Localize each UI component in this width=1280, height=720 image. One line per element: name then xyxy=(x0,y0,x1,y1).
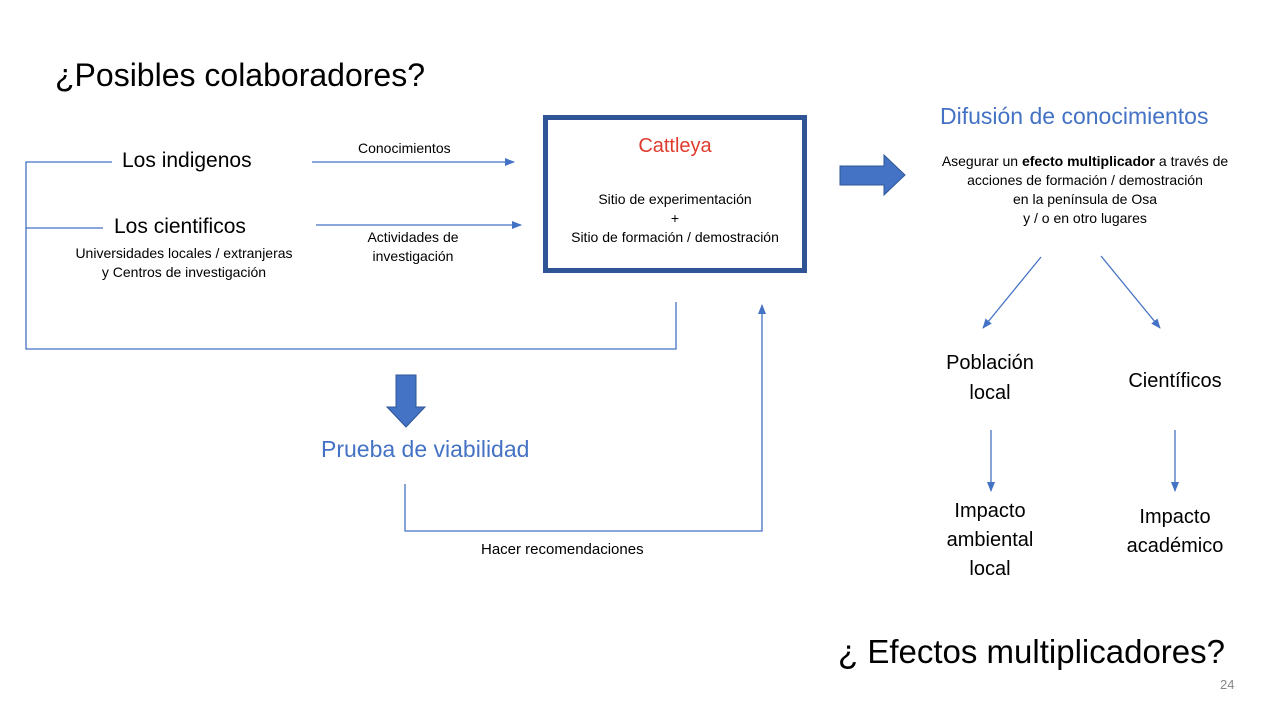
research-label-line: investigación xyxy=(372,248,454,264)
diffusion-line: en la península de Osa xyxy=(1013,191,1157,207)
diffusion-bold: efecto multiplicador xyxy=(1021,153,1156,169)
impact-env-line: local xyxy=(969,558,1011,580)
population-line: local xyxy=(969,382,1011,404)
cattleya-description: Sitio de experimentación + Sitio de form… xyxy=(548,190,802,247)
recommend-loop-line xyxy=(404,304,766,532)
scientists-label: Los cientificos xyxy=(114,215,246,238)
page-number: 24 xyxy=(1220,677,1235,692)
diffusion-line: acciones de formación / demostración xyxy=(967,172,1203,188)
right-block-arrow xyxy=(839,153,906,197)
scientists-sub-line: Universidades locales / extranjeras xyxy=(75,245,293,261)
slide-title: ¿Posibles colaboradores? xyxy=(55,57,425,93)
bottom-question: ¿ Efectos multiplicadores? xyxy=(838,633,1225,670)
scientists-subtitle: Universidades locales / extranjeras y Ce… xyxy=(64,244,304,282)
research-label-line: Actividades de xyxy=(367,229,459,245)
branch-arrow-population xyxy=(982,256,1042,329)
impact-acad-line: Impacto xyxy=(1139,506,1211,528)
impact-academic-label: Impacto académico xyxy=(1115,503,1235,561)
diffusion-title: Difusión de conocimientos xyxy=(940,103,1209,129)
diffusion-line: y / o en otro lugares xyxy=(1023,210,1147,226)
cattleya-line: + xyxy=(670,210,680,226)
impact-env-line: ambiental xyxy=(946,529,1034,551)
impact-environment-label: Impacto ambiental local xyxy=(930,497,1050,584)
scientists-target-label: Científicos xyxy=(1128,370,1222,392)
cattleya-line: Sitio de experimentación xyxy=(598,191,752,207)
diffusion-description: Asegurar un efecto multiplicador a travé… xyxy=(935,152,1235,228)
cattleya-title: Cattleya xyxy=(638,135,712,157)
impact-acad-line: académico xyxy=(1126,535,1224,557)
population-label: Población local xyxy=(930,348,1050,408)
scientists-sub-line: y Centros de investigación xyxy=(101,264,267,280)
viability-title: Prueba de viabilidad xyxy=(321,436,530,462)
research-arrow-label: Actividades de investigación xyxy=(352,228,474,266)
indigenous-label: Los indigenos xyxy=(122,149,252,172)
impact-env-line: Impacto xyxy=(954,500,1026,522)
branch-arrow-scientists xyxy=(1100,255,1161,329)
population-line: Población xyxy=(946,352,1034,374)
cattleya-box: Cattleya Sitio de experimentación + Siti… xyxy=(543,115,807,273)
left-bracket-line xyxy=(25,161,677,350)
diffusion-suffix: a través de xyxy=(1155,153,1229,169)
knowledge-arrow-label: Conocimientos xyxy=(358,140,451,156)
diffusion-prefix: Asegurar un xyxy=(941,153,1022,169)
cattleya-line: Sitio de formación / demostración xyxy=(571,229,779,245)
diffusion-line: Asegurar un efecto multiplicador a travé… xyxy=(935,152,1235,171)
down-block-arrow xyxy=(385,374,427,428)
recommend-label: Hacer recomendaciones xyxy=(481,541,644,558)
